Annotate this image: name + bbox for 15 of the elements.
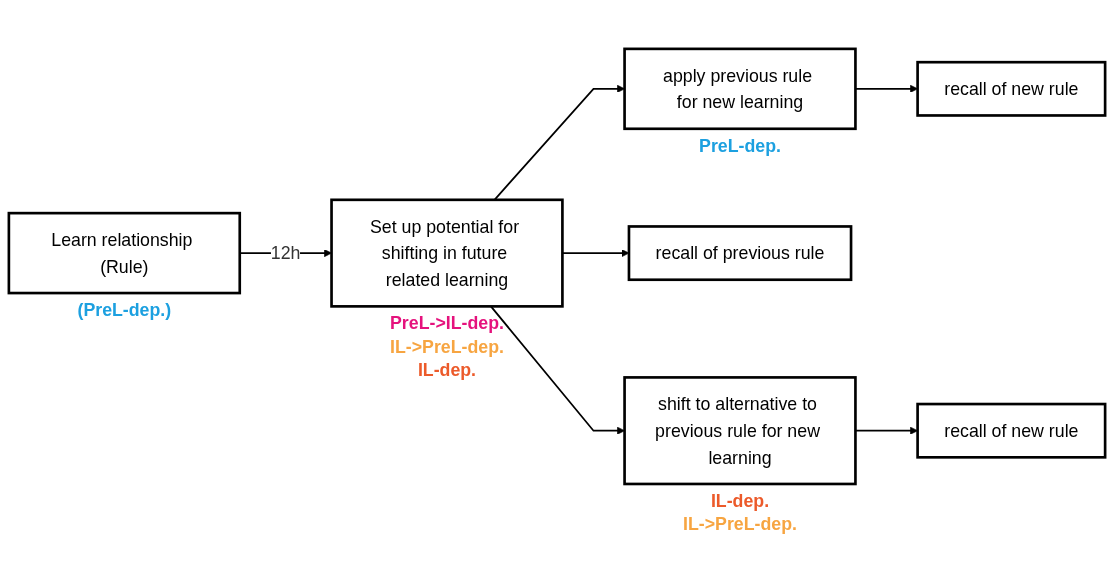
node-box: shift to alternative to previous rule for new learning bbox=[623, 376, 857, 486]
annotation-text: IL->PreL-dep. bbox=[390, 336, 504, 357]
node-box: recall of new rule bbox=[916, 60, 1107, 117]
edge-label: 12h bbox=[270, 243, 301, 263]
node-box: apply previous rule for new learning bbox=[623, 47, 857, 131]
annotation-text: IL-dep. bbox=[710, 491, 770, 512]
annotation-text: PreL->IL-dep. bbox=[390, 313, 504, 334]
annotation-text: PreL-dep. bbox=[699, 135, 781, 156]
node-box: Learn relationship (Rule) bbox=[7, 211, 242, 295]
node-box: recall of new rule bbox=[916, 402, 1107, 459]
node-box: Set up potential for shifting in future related learning bbox=[330, 198, 564, 308]
node-box: recall of previous rule bbox=[627, 225, 853, 282]
annotation-text: IL->PreL-dep. bbox=[683, 514, 797, 535]
annotation-text: (PreL-dep.) bbox=[77, 300, 172, 321]
annotation-text: IL-dep. bbox=[417, 359, 477, 380]
